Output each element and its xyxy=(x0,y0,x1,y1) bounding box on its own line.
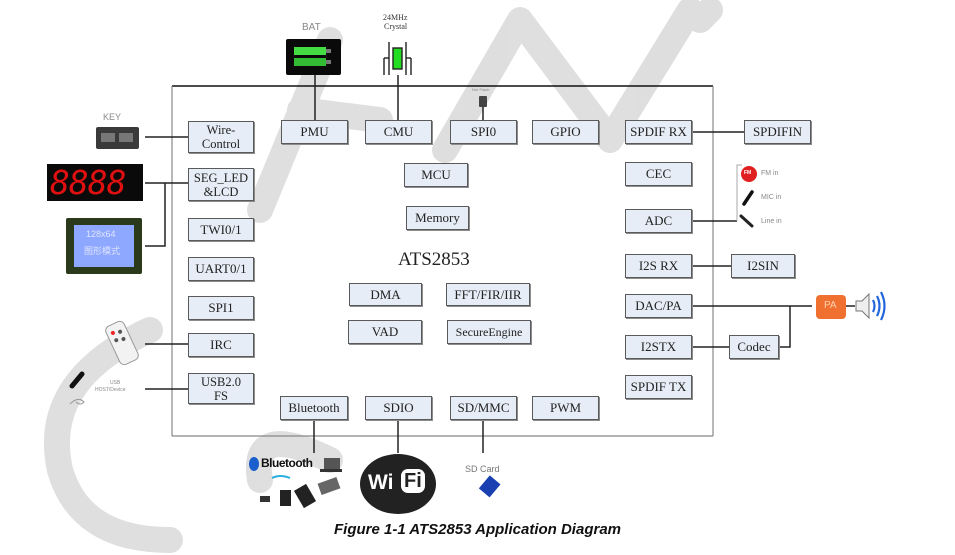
seven-segment-display xyxy=(47,164,143,201)
usb-device-icon xyxy=(69,371,85,405)
chip-name: ATS2853 xyxy=(398,249,470,270)
watermark-letter-n xyxy=(432,0,703,163)
nor-flash-label: Nor Flash xyxy=(472,87,490,92)
seven-segment-digits: 8888 xyxy=(50,163,126,202)
nor-flash-icon xyxy=(479,96,487,107)
block-i2s-tx: I2STX xyxy=(625,335,692,359)
block-mcu: MCU xyxy=(404,163,468,187)
line-in-label: Line in xyxy=(761,218,782,225)
usb-mode-label: HOST/Device xyxy=(95,387,126,393)
battery-icon xyxy=(286,39,341,75)
block-wire-control: Wire- Control xyxy=(188,121,254,153)
block-usb: USB2.0 FS xyxy=(188,373,254,404)
block-vad: VAD xyxy=(348,320,422,344)
crystal-label: Crystal xyxy=(384,22,408,31)
block-pwm: PWM xyxy=(532,396,599,420)
bluetooth-logo-text: Bluetooth xyxy=(261,456,313,470)
wifi-logo-fi: Fi xyxy=(401,469,425,493)
block-spdif-tx: SPDIF TX xyxy=(625,375,692,399)
bluetooth-devices-icon xyxy=(249,457,342,509)
block-sd-mmc: SD/MMC xyxy=(450,396,517,420)
block-adc: ADC xyxy=(625,209,692,233)
usb-label: USB xyxy=(110,380,121,386)
wires xyxy=(145,72,855,453)
block-uart: UART0/1 xyxy=(188,257,254,281)
block-secure-engine: SecureEngine xyxy=(447,320,531,344)
chip-outline xyxy=(171,85,714,437)
figure-caption: Figure 1-1 ATS2853 Application Diagram xyxy=(333,521,621,538)
watermark-letter-c xyxy=(43,317,183,553)
fm-badge: FM xyxy=(744,170,752,176)
block-spdif-rx: SPDIF RX xyxy=(625,120,692,144)
crystal-icon xyxy=(383,42,412,75)
speaker-icon xyxy=(855,291,886,321)
remote-control-icon xyxy=(105,320,139,366)
bat-label: BAT xyxy=(302,22,321,33)
block-i2s-rx: I2S RX xyxy=(625,254,692,278)
block-cmu: CMU xyxy=(365,120,432,144)
block-pmu: PMU xyxy=(281,120,348,144)
sd-card-label: SD Card xyxy=(465,464,500,474)
mic-icon xyxy=(742,190,754,206)
ext-i2sin: I2SIN xyxy=(731,254,795,278)
wire-audio-inputs xyxy=(736,164,742,221)
key-label: KEY xyxy=(103,112,122,122)
block-dac-pa: DAC/PA xyxy=(625,294,692,318)
block-twi: TWI0/1 xyxy=(188,218,254,241)
sd-card-icon xyxy=(478,475,501,498)
crystal-freq-label: 24MHz xyxy=(383,13,408,22)
key-icon xyxy=(96,127,139,149)
fm-in-label: FM in xyxy=(761,170,779,177)
watermark-letter-e xyxy=(687,0,723,33)
block-irc: IRC xyxy=(188,333,254,357)
wifi-logo-wi: Wi xyxy=(368,471,394,494)
fm-in-icon xyxy=(741,166,757,182)
lcd-module-icon xyxy=(66,218,142,274)
line-in-icon xyxy=(739,214,754,228)
ext-codec: Codec xyxy=(729,335,779,359)
lcd-text-line2: 图形模式 xyxy=(84,246,121,256)
block-spi1: SPI1 xyxy=(188,296,254,320)
block-seg-led-lcd: SEG_LED &LCD xyxy=(188,168,254,201)
block-cec: CEC xyxy=(625,162,692,186)
wire-lcd-segled xyxy=(145,183,166,247)
block-spi0: SPI0 xyxy=(450,120,517,144)
pa-amplifier-box xyxy=(816,295,846,319)
block-sdio: SDIO xyxy=(365,396,432,420)
pa-label: PA xyxy=(824,300,837,311)
mic-in-label: MIC in xyxy=(761,194,782,201)
block-memory: Memory xyxy=(406,206,469,230)
ext-spdifin: SPDIFIN xyxy=(744,120,811,144)
block-fft-fir-iir: FFT/FIR/IIR xyxy=(446,283,530,306)
block-dma: DMA xyxy=(349,283,422,306)
lcd-text-line1: 128x64 xyxy=(86,229,116,239)
wire-codec-pa xyxy=(779,306,791,348)
block-bluetooth: Bluetooth xyxy=(280,396,348,420)
block-gpio: GPIO xyxy=(532,120,599,144)
